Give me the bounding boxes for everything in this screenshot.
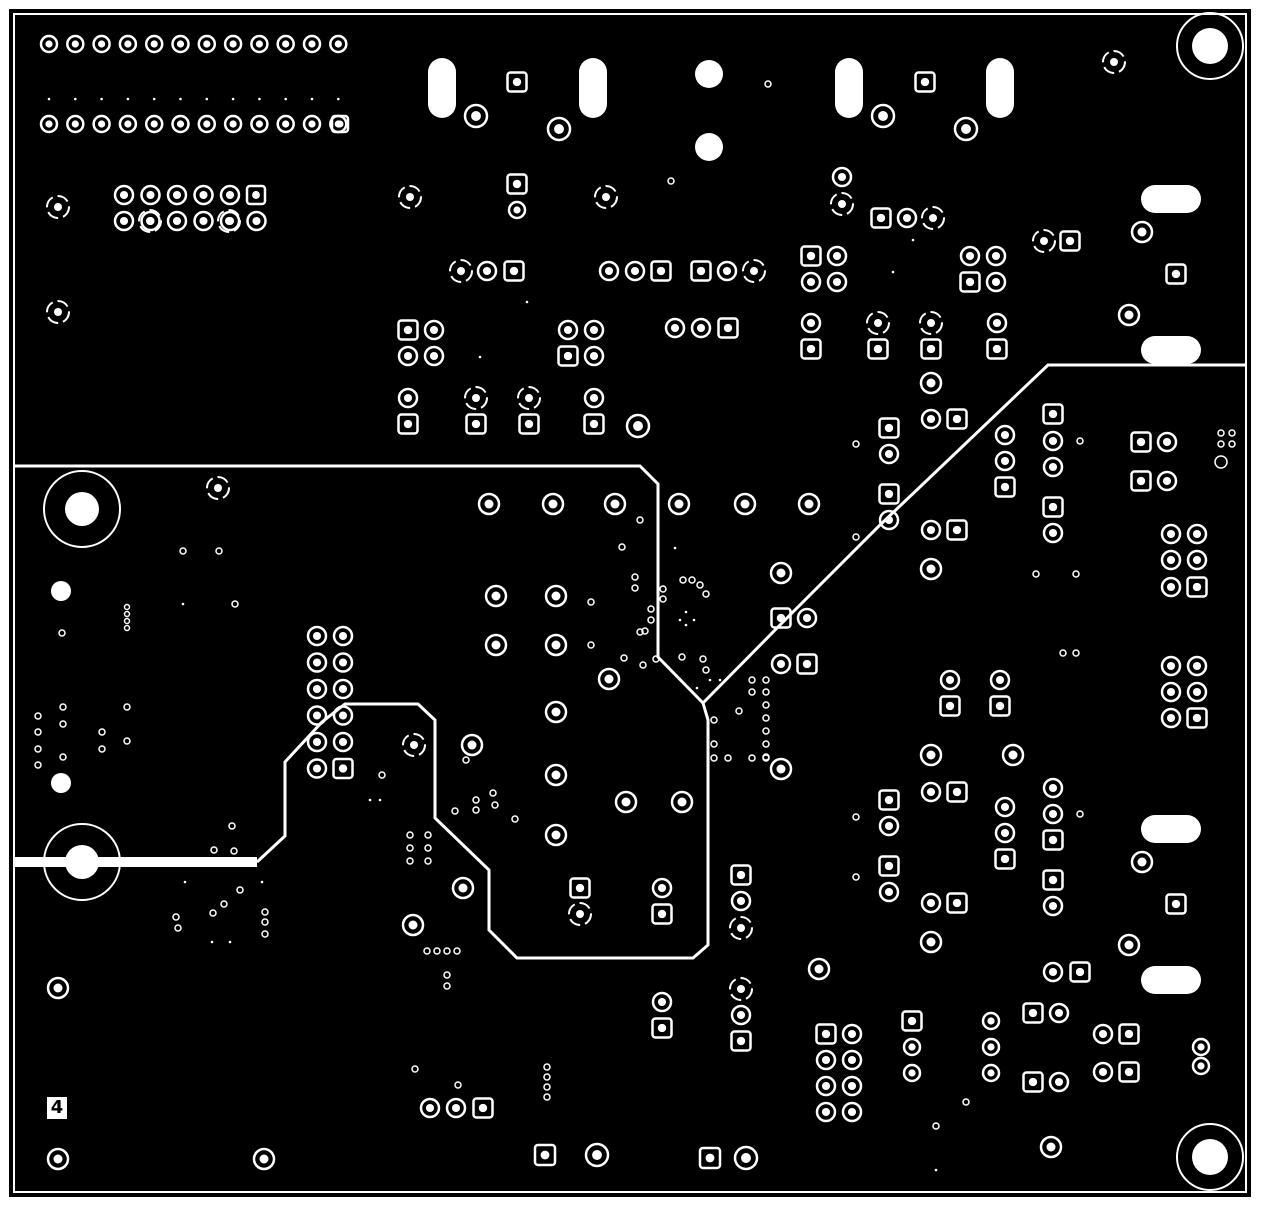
slot-holes <box>428 58 1201 994</box>
plane-split-lines <box>14 363 1246 960</box>
board-outline <box>7 7 1253 1199</box>
mounting-holes <box>43 12 1244 1191</box>
board-edge <box>13 13 1247 1193</box>
pads-and-vias <box>34 34 1236 1172</box>
layer-number-label: 4 <box>47 1097 67 1119</box>
